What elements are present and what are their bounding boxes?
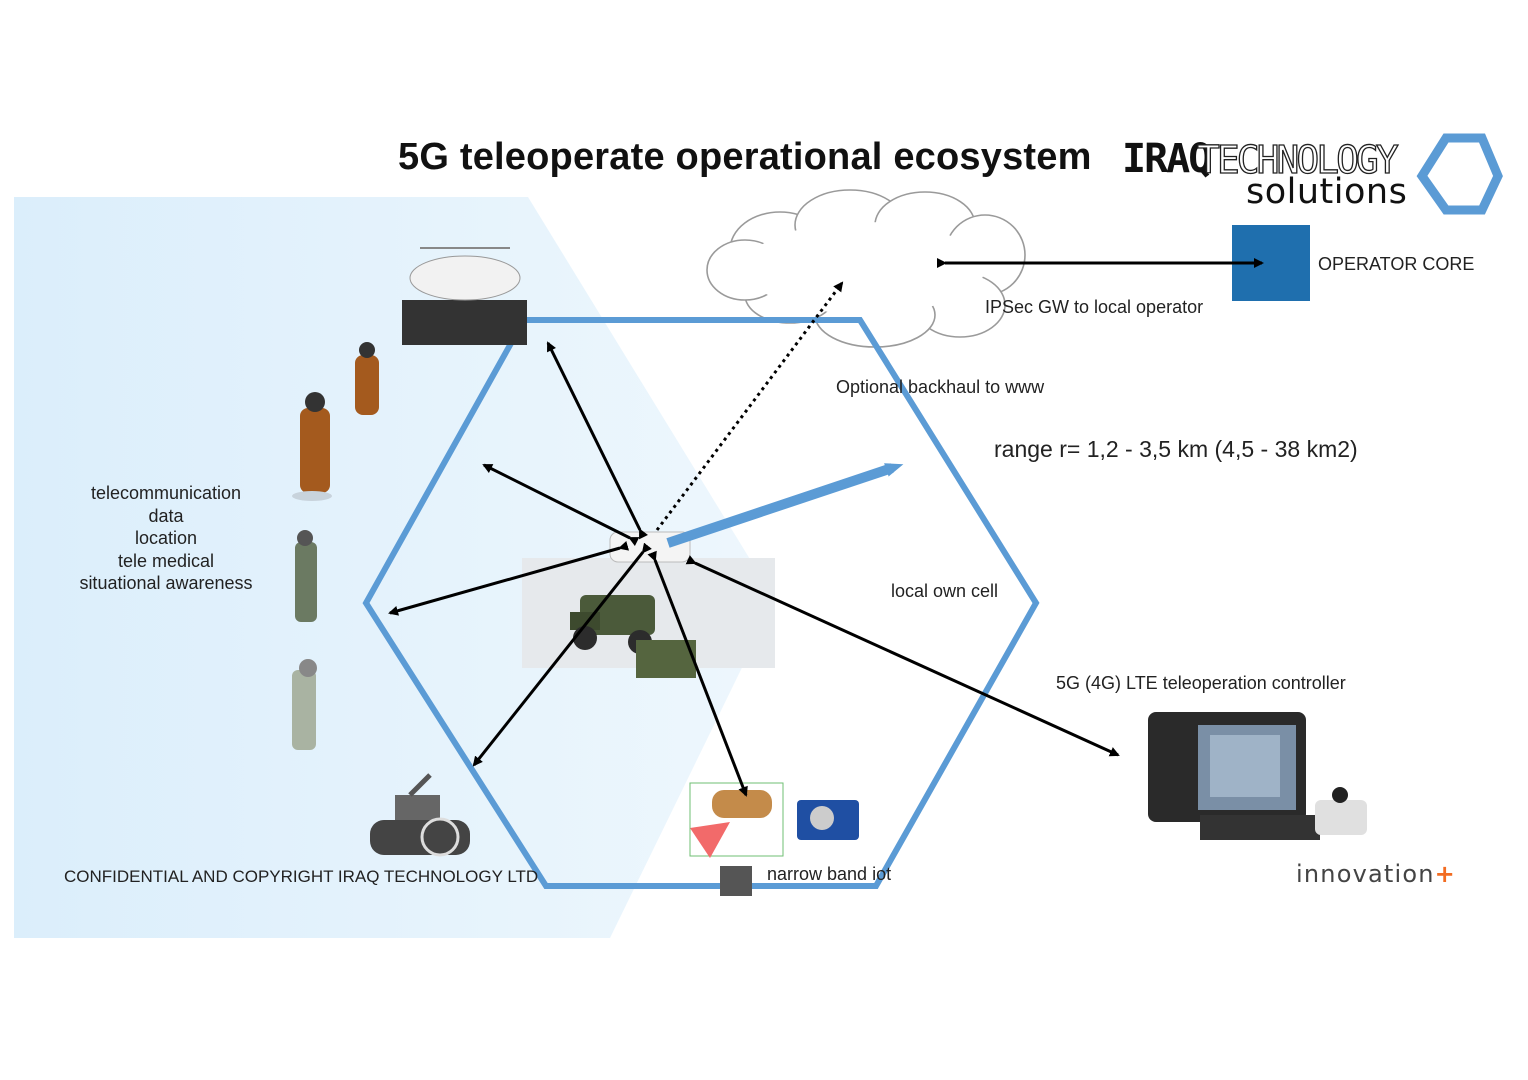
logo-word-solutions: solutions <box>1246 172 1408 212</box>
local-cell-label: local own cell <box>891 581 999 601</box>
logo-hexagon-icon <box>1416 133 1503 215</box>
usage-item: situational awareness <box>79 573 253 594</box>
usage-item: telecommunication <box>90 483 242 503</box>
logo-word-technology: TECHNOLOGY <box>1196 137 1399 182</box>
local-cell-hexagon <box>362 317 1040 889</box>
cloud-icon <box>706 189 1026 348</box>
teleoperation-controller-icon <box>1148 712 1367 840</box>
usage-item: location <box>134 528 198 549</box>
operator-core-label: OPERATOR CORE <box>1318 254 1475 274</box>
soldier-icon <box>292 530 317 750</box>
copyright-notice: CONFIDENTIAL AND COPYRIGHT IRAQ TECHNOLO… <box>64 867 539 886</box>
optional-backhaul-label: Optional backhaul to www <box>836 377 1045 397</box>
logo-word-iraq: IRAQ <box>1122 136 1212 182</box>
page-title: 5G teleoperate operational ecosystem <box>398 136 1092 178</box>
usage-list: telecommunication data location tele med… <box>66 482 266 595</box>
firefighter-icon <box>292 342 379 501</box>
innovation-word: innovation <box>1296 860 1435 888</box>
range-label: range r= 1,2 - 3,5 km (4,5 - 38 km2) <box>994 436 1358 462</box>
controller-label: 5G (4G) LTE teleoperation controller <box>1056 673 1346 693</box>
range-arrow <box>666 463 904 548</box>
innovation-logo: innovation+ <box>1296 860 1456 888</box>
drone-icon <box>402 247 527 345</box>
ipsec-gw-label: IPSec GW to local operator <box>985 297 1204 317</box>
usage-item: tele medical <box>117 550 215 571</box>
arrow-links <box>388 258 1264 797</box>
robot-icon <box>370 773 470 857</box>
innovation-plus-icon: + <box>1434 860 1456 888</box>
narrow-band-label: narrow band iot <box>767 864 892 884</box>
usage-item: data <box>148 505 184 526</box>
